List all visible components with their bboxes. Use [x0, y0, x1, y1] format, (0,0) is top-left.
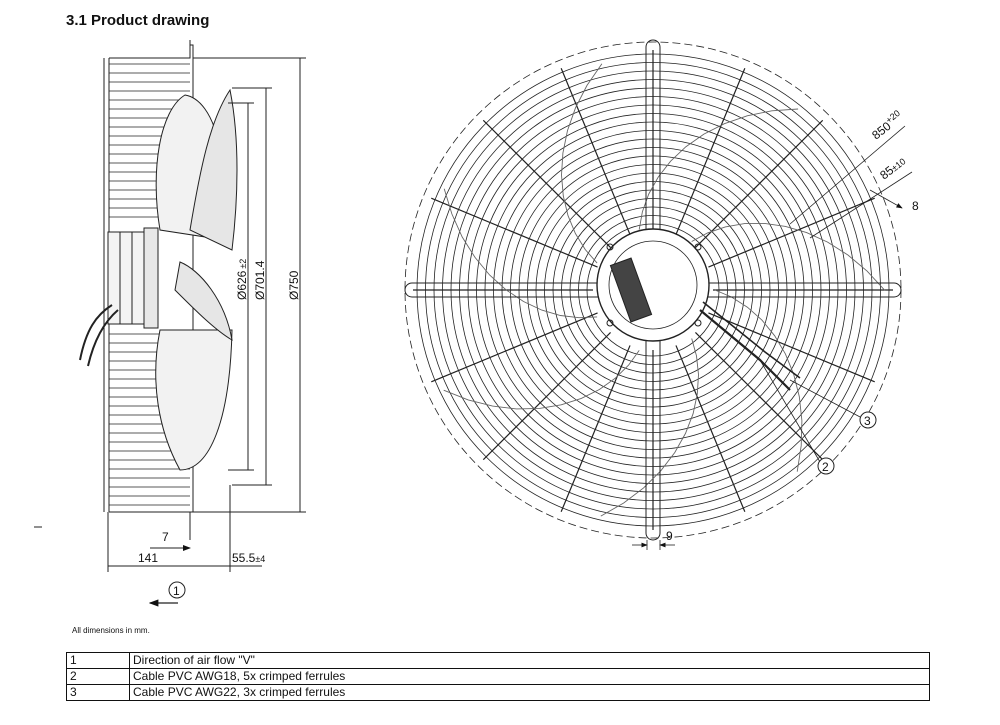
dim-85: 85±10	[877, 154, 908, 182]
dim-9: 9	[666, 529, 673, 543]
legend-num: 2	[66, 668, 130, 685]
blade-top-2	[189, 88, 238, 251]
guard-spokes	[413, 50, 893, 530]
callout-1: 1	[168, 581, 186, 599]
units-note: All dimensions in mm.	[72, 626, 150, 635]
legend-text: Direction of air flow "V"	[129, 652, 930, 669]
dim-141: 141	[138, 551, 158, 565]
legend-text: Cable PVC AWG22, 3x crimped ferrules	[129, 684, 930, 701]
side-view	[34, 40, 306, 607]
callout-2: 2	[817, 457, 835, 475]
callout-3: 3	[859, 411, 877, 429]
fan-blades	[443, 63, 886, 517]
product-drawing: Ø626±2 Ø701.4 Ø750 7 141 55.5±4 9 850+20…	[34, 39, 919, 607]
dim-d701: Ø701.4	[253, 260, 267, 300]
dim-d626: Ø626±2	[235, 259, 249, 300]
legend-num: 1	[66, 652, 130, 669]
dim-d750: Ø750	[287, 270, 301, 300]
svg-text:2: 2	[822, 460, 829, 474]
legend-num: 3	[66, 684, 130, 701]
svg-text:1: 1	[173, 584, 180, 598]
blade-bottom-1	[155, 329, 233, 471]
table-row: 2 Cable PVC AWG18, 5x crimped ferrules	[66, 668, 930, 685]
blade-bottom-2	[174, 261, 233, 341]
dim-55: 55.5±4	[232, 551, 265, 565]
table-row: 1 Direction of air flow "V"	[66, 652, 930, 669]
front-view	[404, 39, 913, 550]
legend-table: 1 Direction of air flow "V" 2 Cable PVC …	[66, 652, 930, 701]
svg-text:3: 3	[864, 414, 871, 428]
motor-hub	[596, 228, 710, 342]
page-title: 3.1 Product drawing	[66, 12, 210, 29]
table-row: 3 Cable PVC AWG22, 3x crimped ferrules	[66, 684, 930, 701]
dim-850: 850+20	[868, 108, 906, 142]
legend-text: Cable PVC AWG18, 5x crimped ferrules	[129, 668, 930, 685]
dim-7: 7	[162, 530, 169, 544]
terminal-box	[609, 257, 653, 323]
dim-8: 8	[912, 199, 919, 213]
